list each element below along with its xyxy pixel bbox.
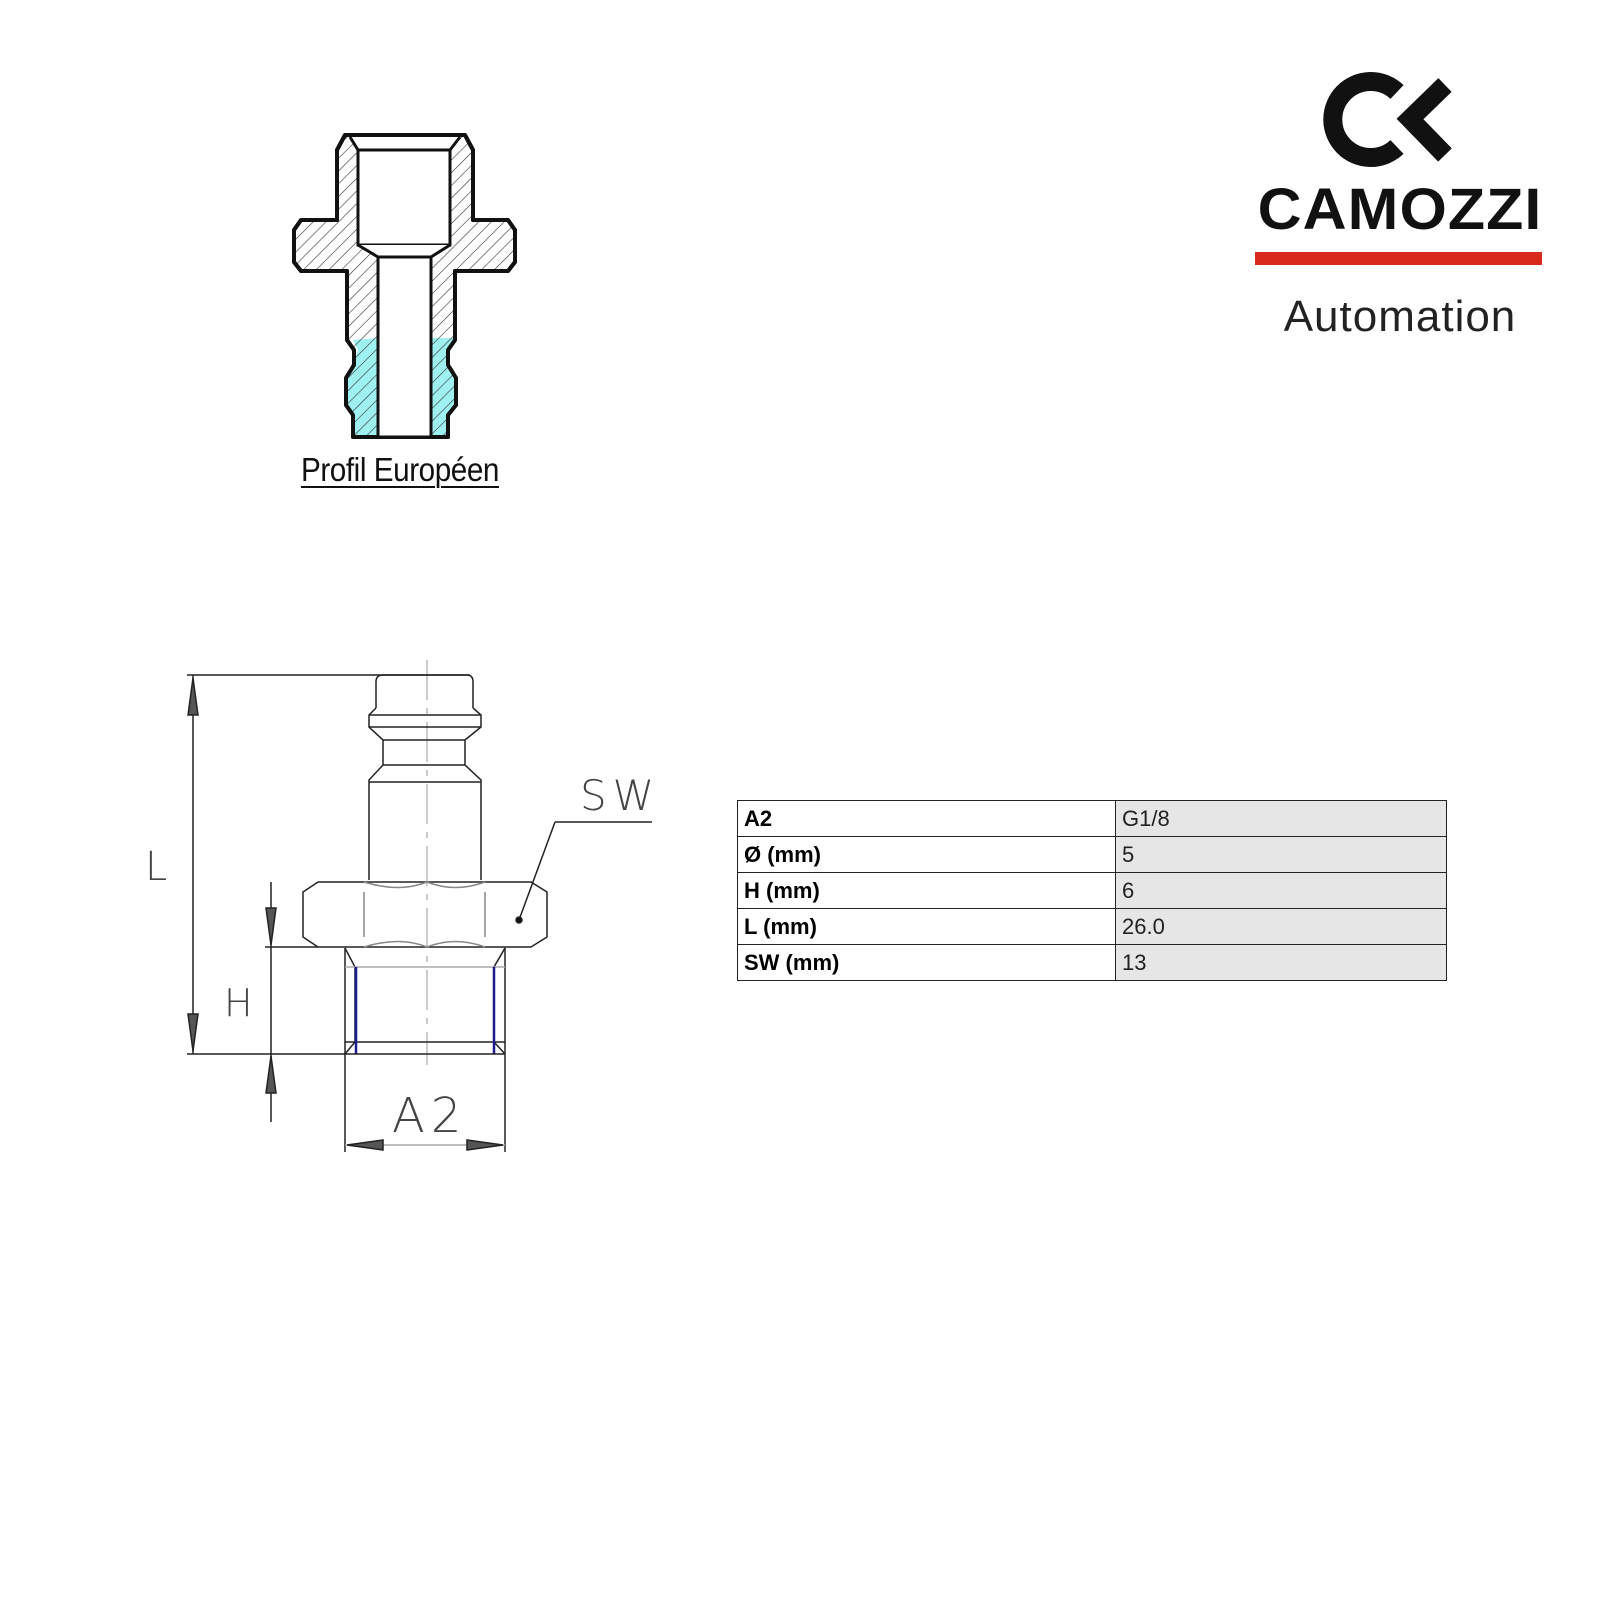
brand-accent-bar <box>1255 252 1542 265</box>
table-row: L (mm)26.0 <box>737 908 1447 945</box>
spec-value: 6 <box>1115 872 1447 909</box>
table-row: Ø (mm)5 <box>737 836 1447 873</box>
profile-cross-section <box>292 133 517 439</box>
brand-name: CAMOZZI <box>1257 177 1543 242</box>
spec-key: L (mm) <box>737 908 1116 945</box>
spec-value: 5 <box>1115 836 1447 873</box>
fitting-side-view <box>187 660 652 1152</box>
table-row: SW (mm)13 <box>737 944 1447 981</box>
dim-label-L: L <box>145 844 167 890</box>
spec-value: 26.0 <box>1115 908 1447 945</box>
dim-label-A2: A2 <box>392 1088 467 1144</box>
spec-value: 13 <box>1115 944 1447 981</box>
camozzi-logo-mark <box>1323 72 1452 167</box>
profile-label: Profil Européen <box>301 451 499 488</box>
spec-key: SW (mm) <box>737 944 1116 981</box>
table-row: H (mm)6 <box>737 872 1447 909</box>
spec-key: H (mm) <box>737 872 1116 909</box>
dim-label-H: H <box>224 981 253 1025</box>
dim-label-SW: SW <box>580 771 660 820</box>
spec-key: Ø (mm) <box>737 836 1116 873</box>
spec-value: G1/8 <box>1115 800 1447 837</box>
spec-key: A2 <box>737 800 1116 837</box>
dimension-labels: L H SW A2 <box>145 771 660 1144</box>
brand-tagline: Automation <box>1283 292 1517 341</box>
